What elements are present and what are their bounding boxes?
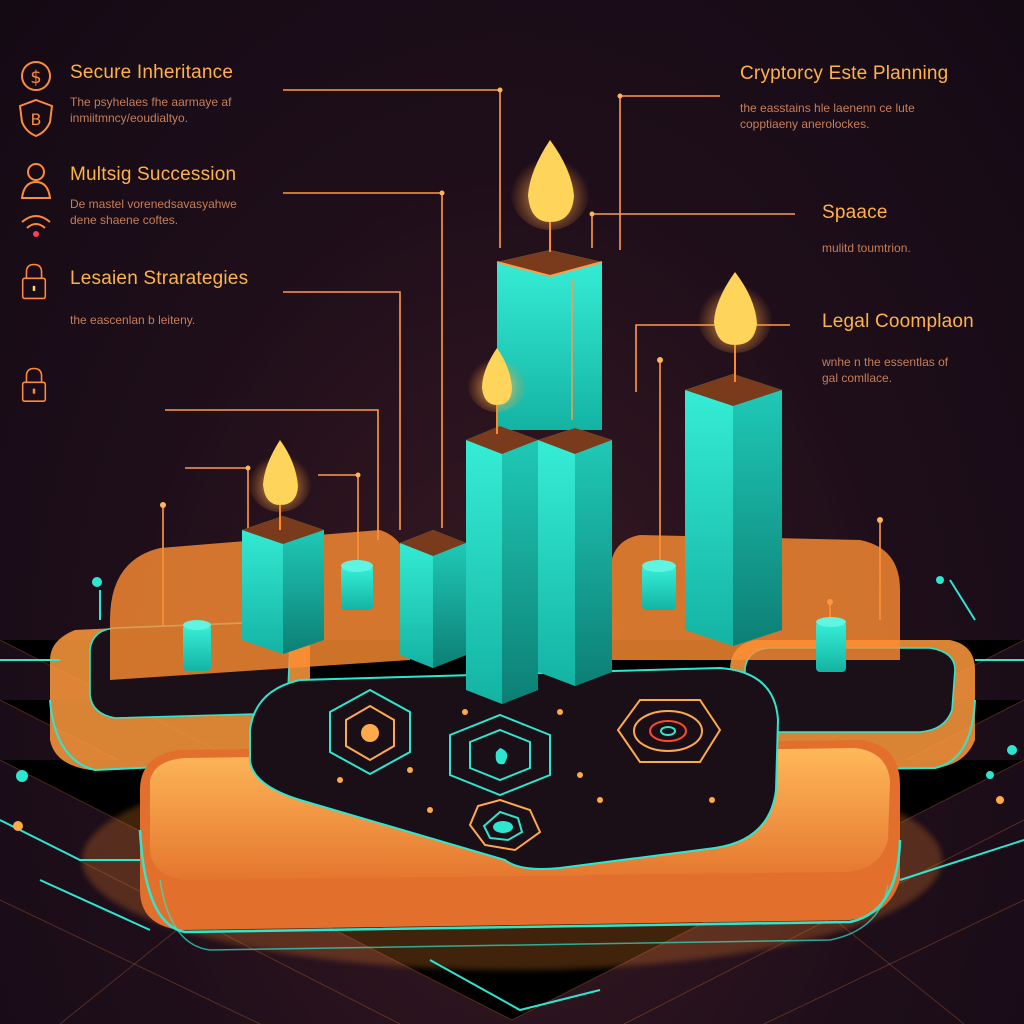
strategies-title: Lesaien Strarategies <box>70 268 249 289</box>
multisig-succession-title: Multsig Succession <box>70 164 237 185</box>
small-candles <box>183 560 846 672</box>
svg-text:$: $ <box>30 67 41 88</box>
neon-dots <box>16 576 1017 782</box>
legal-compliance-title: Legal Coomplaon <box>822 311 974 332</box>
shield-icon: B <box>18 98 54 138</box>
main-platform <box>138 666 902 951</box>
multisig-succession-desc: De mastel vorenedsavasyahwe dene shaene … <box>70 197 237 227</box>
padlock-icon <box>21 263 47 300</box>
candle-center-small <box>400 530 466 668</box>
legal-compliance-desc: wnhe n the essentlas of gal comllace. <box>822 355 949 385</box>
candle-center-right <box>538 428 612 686</box>
user-icon <box>20 163 52 199</box>
strategies-desc: the eascenlan b leiteny. <box>70 313 196 327</box>
tray-dots <box>337 709 715 813</box>
svg-text:B: B <box>31 110 42 129</box>
crypto-estate-planning-desc: the easstains hle laenenn ce lute coppti… <box>740 101 915 131</box>
secure-inheritance-title: Secure Inheritance <box>70 62 234 83</box>
candle-right <box>685 374 782 646</box>
space-desc: mulitd toumtrion. <box>822 241 911 255</box>
dollar-icon: $ <box>21 61 51 91</box>
crypto-estate-planning-title: Cryptorcy Este Planning <box>740 63 949 84</box>
circuit-emblems <box>329 688 722 852</box>
flames <box>248 140 773 530</box>
wifi-icon <box>21 215 51 237</box>
candle-left <box>242 516 324 654</box>
space-title: Spaace <box>822 202 888 223</box>
right-side-pad <box>730 640 976 771</box>
neon-traces <box>0 579 1024 1012</box>
secure-inheritance-desc: The psyhelaes fhe aarmaye af inmiitmncy/… <box>70 95 232 125</box>
candle-center-tall <box>466 426 538 704</box>
padlock-icon-2 <box>21 367 47 402</box>
